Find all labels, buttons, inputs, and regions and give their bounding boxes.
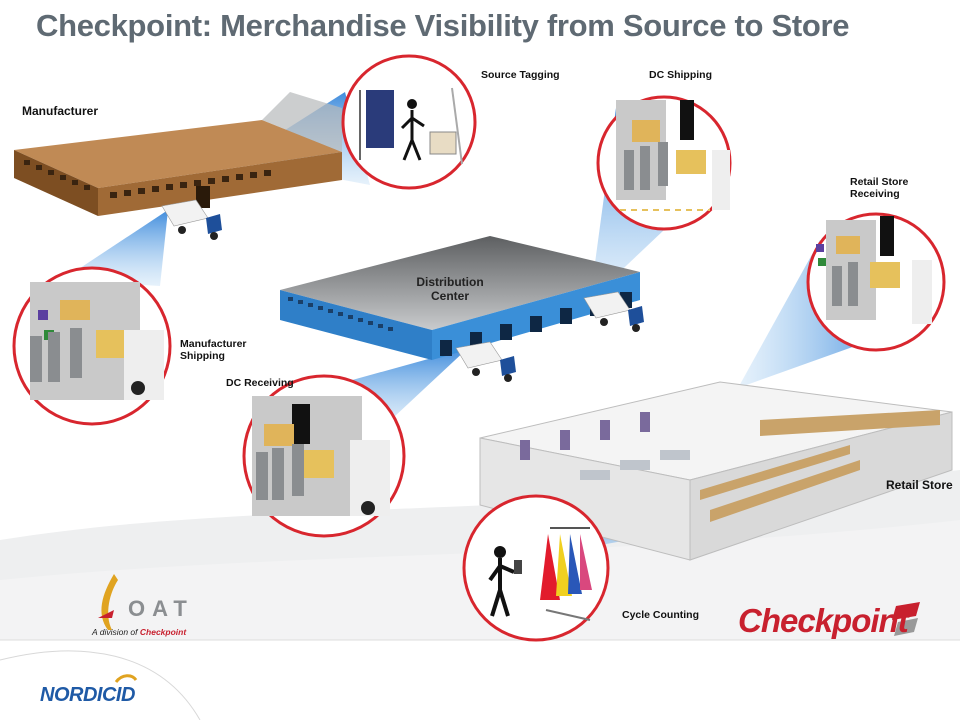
label-dc-receiving: DC Receiving <box>226 377 294 389</box>
truck-manufacturer <box>161 199 222 240</box>
retail-store <box>479 381 953 561</box>
checkpoint-logo-flag <box>892 602 920 636</box>
nordic-id-logo-text: NORDICID <box>40 684 135 706</box>
label-distribution-center: Distribution Center <box>416 275 484 303</box>
manufacturer-factory <box>14 92 342 216</box>
nordic-id-logo-mark <box>114 674 138 683</box>
label-manufacturer: Manufacturer <box>22 104 99 118</box>
oat-division-text: A division of Checkpoint <box>92 627 187 637</box>
label-retail-store-receiving: Retail Store Receiving <box>850 176 909 200</box>
circle-dc-shipping <box>596 95 732 231</box>
circle-manufacturer-shipping <box>12 266 172 426</box>
label-manufacturer-shipping: Manufacturer Shipping <box>180 338 247 362</box>
checkpoint-logo-text: Checkpoint <box>738 602 909 639</box>
truck-dc-receiving <box>455 341 516 382</box>
label-cycle-counting: Cycle Counting <box>622 609 700 621</box>
page-title: Checkpoint: Merchandise Visibility from … <box>36 8 850 43</box>
circle-source-tagging <box>341 54 477 190</box>
label-dc-shipping: DC Shipping <box>649 69 712 81</box>
circle-dc-receiving <box>242 374 406 538</box>
circle-retail-store-receiving <box>806 212 946 352</box>
oat-logo-mark <box>98 574 118 630</box>
oat-logo-text: OAT <box>128 596 194 621</box>
label-source-tagging: Source Tagging <box>481 69 560 81</box>
truck-dc-shipping <box>583 291 644 332</box>
circle-cycle-counting <box>462 494 610 642</box>
label-retail-store: Retail Store <box>886 478 953 492</box>
